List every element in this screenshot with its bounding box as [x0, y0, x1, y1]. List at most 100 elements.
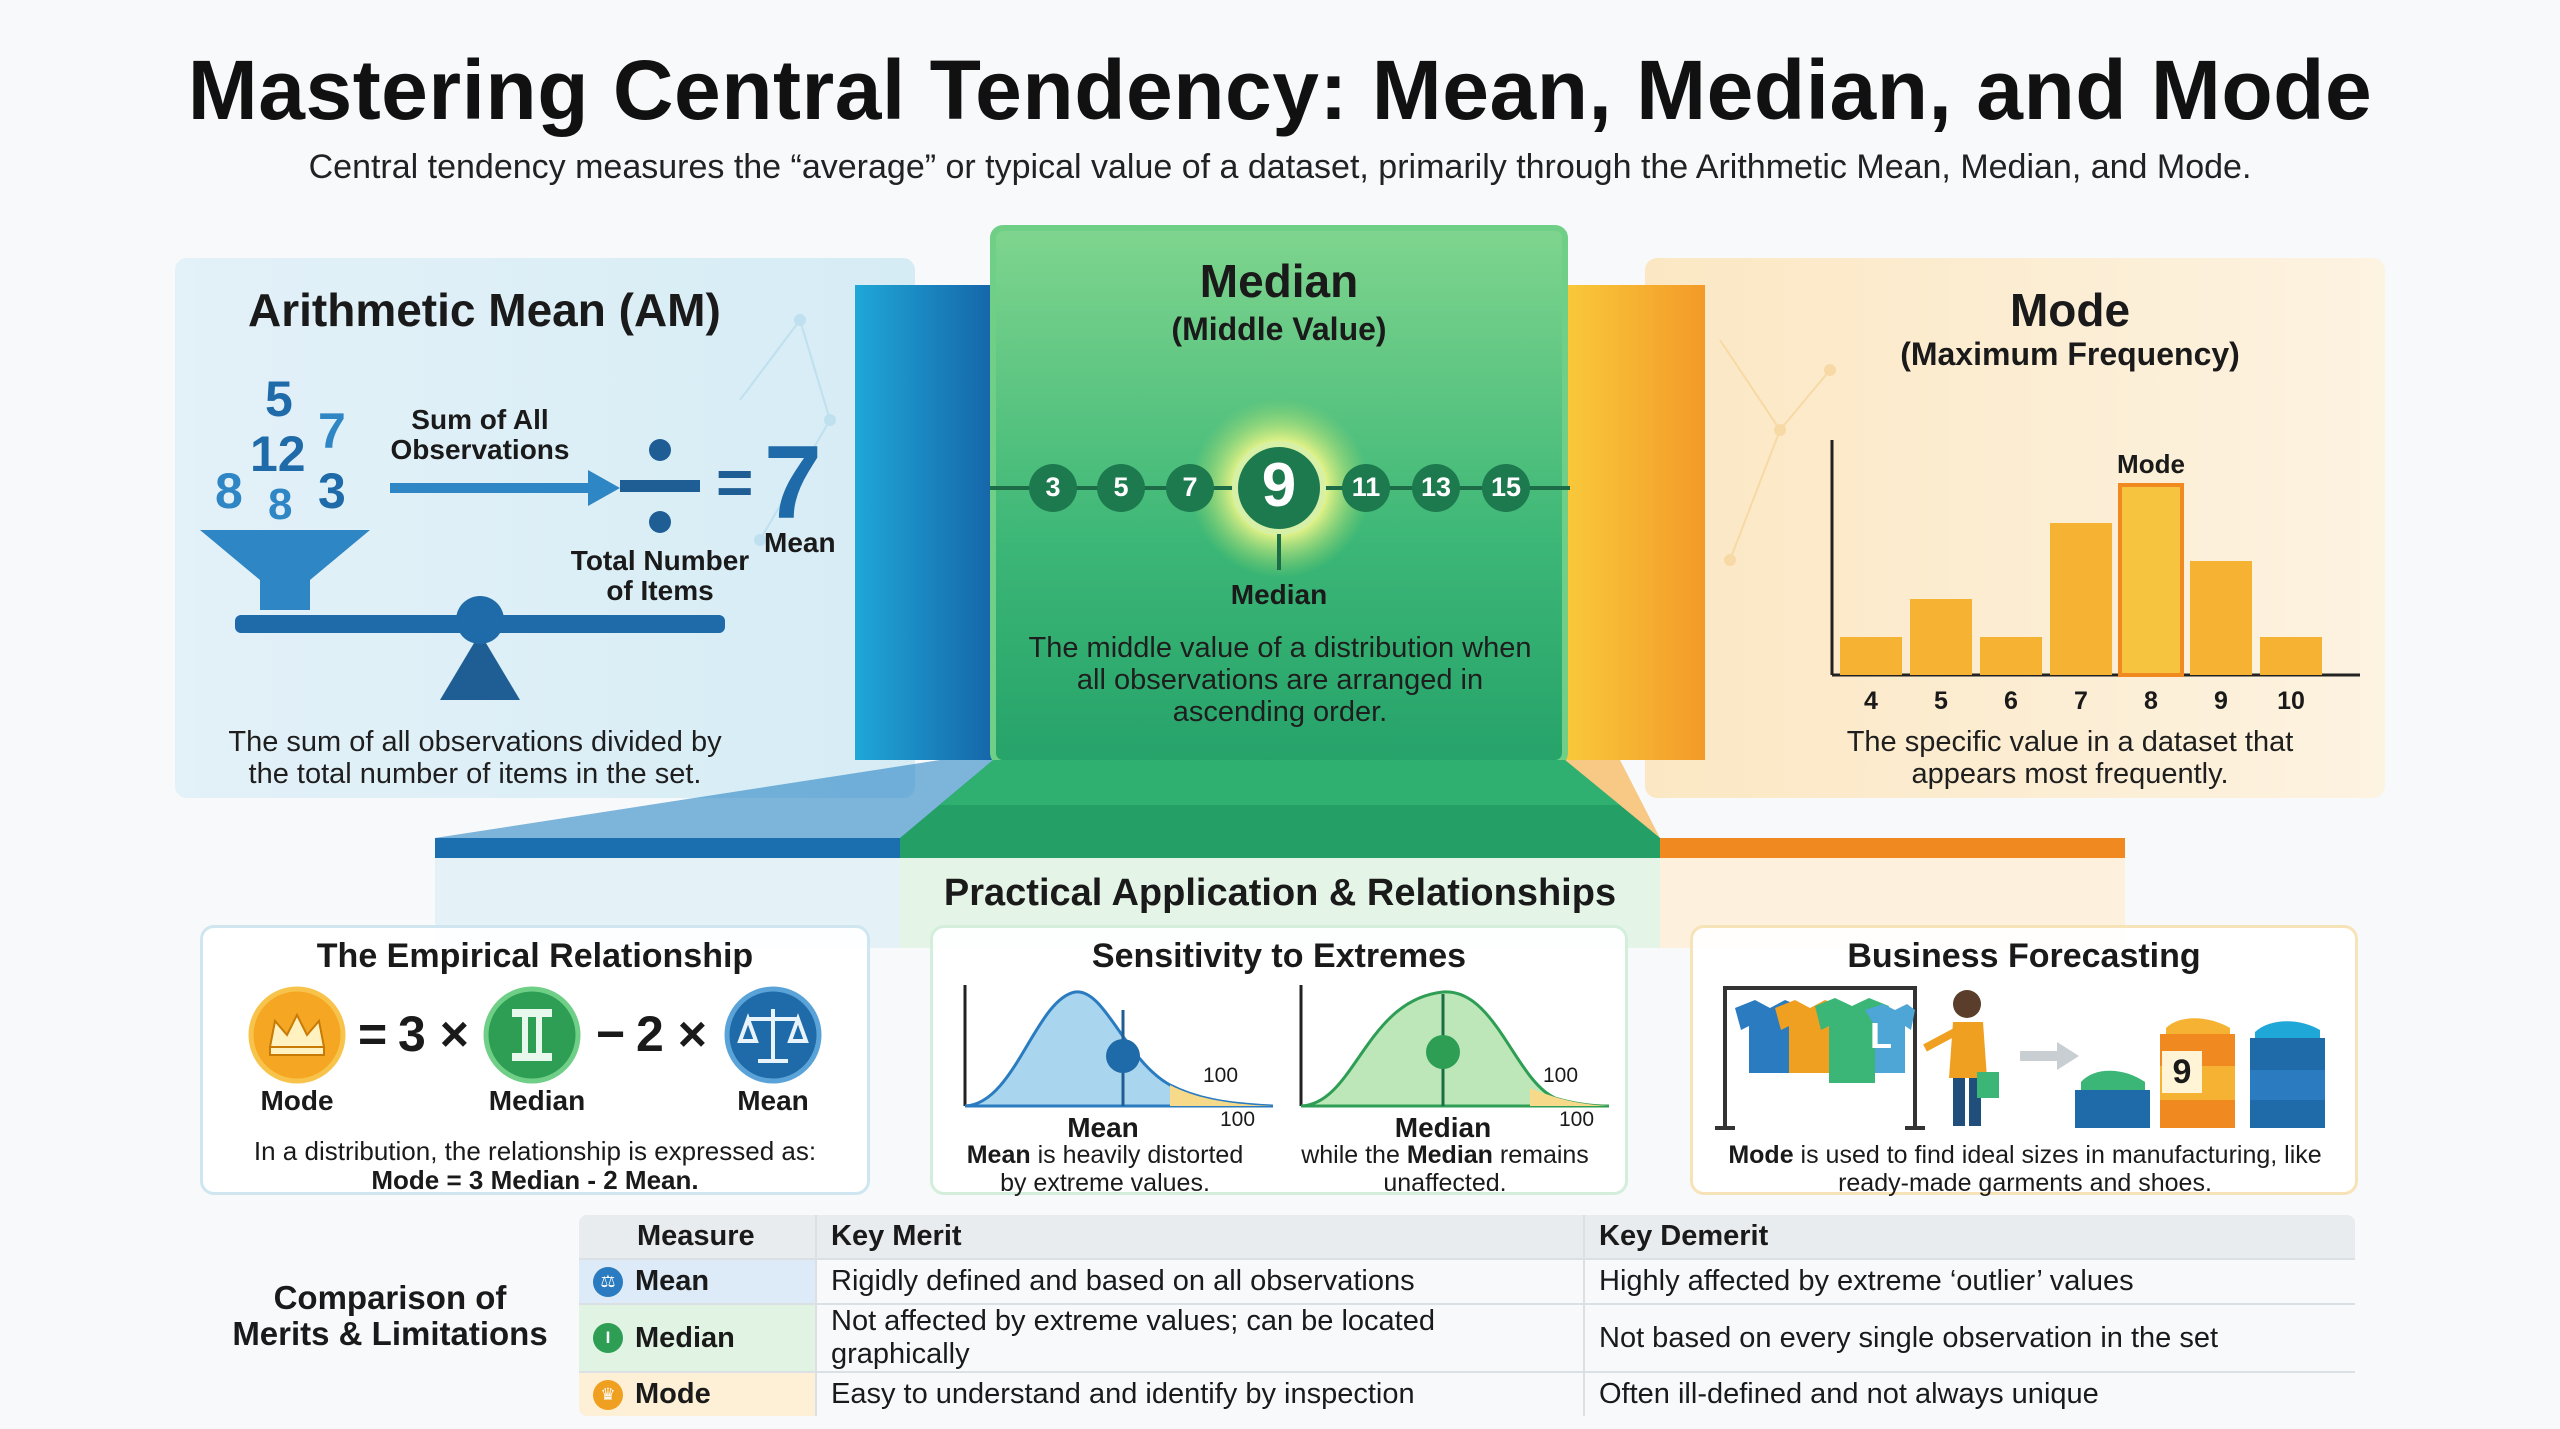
col-header-measure: Measure — [579, 1215, 817, 1260]
shopper-icon — [1923, 990, 1999, 1126]
table-row: I Median Not affected by extreme values; … — [579, 1303, 2355, 1373]
merit-median: Not affected by extreme values; can be l… — [815, 1303, 1585, 1373]
network-decoration-right — [1719, 339, 1836, 566]
median-value-1: 5 — [1113, 472, 1129, 502]
comparison-header-row: Measure Key Merit Key Demerit — [579, 1215, 2355, 1260]
shirt-green-icon — [1815, 998, 1889, 1083]
mode-panel-title: Mode — [2009, 284, 2131, 336]
page-title: Mastering Central Tendency: Mean, Median… — [187, 43, 2373, 137]
bar-10 — [2260, 637, 2322, 675]
tick-label-6: 6 — [2004, 687, 2018, 715]
left-outlier-value: 100 — [1203, 1064, 1239, 1087]
comparison-table: Measure Key Merit Key Demerit ⚖ Mean Rigi… — [577, 1213, 2357, 1418]
empirical-mean-label: Mean — [737, 1085, 809, 1116]
median-panel-subtitle: (Middle Value) — [1171, 311, 1387, 347]
number-12: 12 — [250, 426, 306, 482]
empirical-coef-2: 2 × — [636, 1006, 707, 1062]
table-row: ⚖ Mean Rigidly defined and based on all o… — [579, 1258, 2355, 1305]
mode-bar-chart: 4 5 6 7 8 9 10 Mode — [1830, 440, 2360, 715]
measure-median: Median — [635, 1321, 735, 1354]
mode-description: The specific value in a dataset that app… — [1846, 726, 2294, 790]
arrow-right-gray-icon — [2057, 1042, 2079, 1070]
pillar-icon: I — [593, 1323, 623, 1353]
mean-column — [855, 285, 995, 760]
right-outlier-tail — [1530, 1088, 1609, 1106]
number-8a: 8 — [215, 463, 243, 519]
empirical-median-label: Median — [488, 1085, 586, 1116]
left-outlier-tail — [1170, 1085, 1273, 1106]
mean-panel-title: Arithmetic Mean (AM) — [248, 284, 721, 336]
tick-label-7: 7 — [2074, 687, 2088, 715]
median-value-6: 15 — [1490, 472, 1522, 502]
scale-icon: ⚖ — [593, 1266, 623, 1297]
merit-mean: Rigidly defined and based on all observa… — [815, 1258, 1585, 1305]
bar-8 — [2118, 483, 2184, 677]
mean-illustration — [200, 439, 725, 700]
median-ramp-face — [940, 760, 1620, 805]
tick-label-9: 9 — [2214, 687, 2228, 715]
tick-label-4: 4 — [1864, 687, 1878, 715]
seesaw-fulcrum-icon — [440, 633, 520, 700]
median-dots — [1029, 441, 1530, 535]
bar-7 — [2050, 523, 2112, 675]
median-pointer-label: Median — [1230, 579, 1328, 610]
median-value-0: 3 — [1045, 472, 1061, 502]
shirt-size-label: L — [1870, 1015, 1892, 1056]
arrow-right-icon — [588, 470, 620, 506]
bar-9 — [2190, 561, 2252, 675]
right-curve-label: Median — [1394, 1112, 1492, 1143]
measure-mode: Mode — [635, 1378, 711, 1410]
empirical-coef-3: 3 × — [398, 1006, 469, 1062]
empirical-mode-label: Mode — [260, 1085, 334, 1116]
tick-label-10: 10 — [2277, 687, 2305, 715]
measure-mean: Mean — [635, 1265, 710, 1297]
sensitivity-curves — [963, 985, 1610, 1108]
bar-4 — [1840, 637, 1902, 675]
count-label: Total Number of Items — [570, 545, 750, 606]
empirical-title: The Empirical Relationship — [316, 937, 754, 975]
right-outlier-value: 100 — [1543, 1064, 1579, 1087]
crown-icon: ♛ — [593, 1379, 623, 1410]
mean-description: The sum of all observations divided by t… — [228, 726, 722, 790]
demerit-median: Not based on every single observation in… — [1583, 1303, 2355, 1373]
right-axis-value: 100 — [1559, 1108, 1595, 1131]
mean-ramp-face — [435, 760, 995, 838]
left-axis-value: 100 — [1220, 1108, 1256, 1131]
empirical-icons — [248, 986, 822, 1084]
mean-panel-bg — [175, 258, 915, 798]
median-number-line — [990, 398, 1570, 578]
median-value-4: 11 — [1351, 472, 1381, 502]
mean-result-label: Mean — [764, 527, 836, 558]
network-decoration-left — [739, 314, 836, 546]
forecasting-illustration — [1715, 986, 2325, 1130]
divide-icon — [649, 511, 671, 533]
left-curve-label: Mean — [1067, 1112, 1139, 1143]
mode-peak-label: Mode — [2117, 449, 2185, 479]
forecasting-title: Business Forecasting — [1847, 937, 2201, 975]
col-header-demerit: Key Demerit — [1583, 1215, 2355, 1260]
median-value-2: 7 — [1182, 472, 1198, 502]
number-3: 3 — [318, 463, 346, 519]
scale-icon — [737, 1009, 809, 1063]
practical-title: Practical Application & Relationships — [943, 872, 1617, 914]
median-panel-title: Median — [1199, 255, 1359, 307]
empirical-minus: − — [596, 1006, 626, 1062]
crown-icon — [268, 1012, 326, 1048]
merit-mode: Easy to understand and identify by inspe… — [815, 1371, 1585, 1416]
demerit-mean: Highly affected by extreme ‘outlier’ val… — [1583, 1258, 2355, 1305]
number-7: 7 — [318, 403, 346, 459]
tick-label-8: 8 — [2144, 687, 2158, 715]
median-description: The middle value of a distribution when … — [1028, 632, 1532, 728]
median-value-5: 13 — [1420, 472, 1452, 502]
mean-result: 7 — [764, 425, 822, 541]
bar-6 — [1980, 637, 2042, 675]
comparison-label: Comparison of Merits & Limitations — [232, 1279, 548, 1352]
funnel-icon — [200, 530, 370, 610]
bar-5 — [1910, 599, 1972, 675]
empirical-description: In a distribution, the relationship is e… — [253, 1136, 817, 1195]
left-mean-marker-icon — [1106, 1039, 1140, 1073]
tick-label-5: 5 — [1934, 687, 1948, 715]
pillar-icon — [512, 1009, 552, 1061]
mode-panel-subtitle: (Maximum Frequency) — [1900, 336, 2240, 372]
col-header-merit: Key Merit — [815, 1215, 1585, 1260]
